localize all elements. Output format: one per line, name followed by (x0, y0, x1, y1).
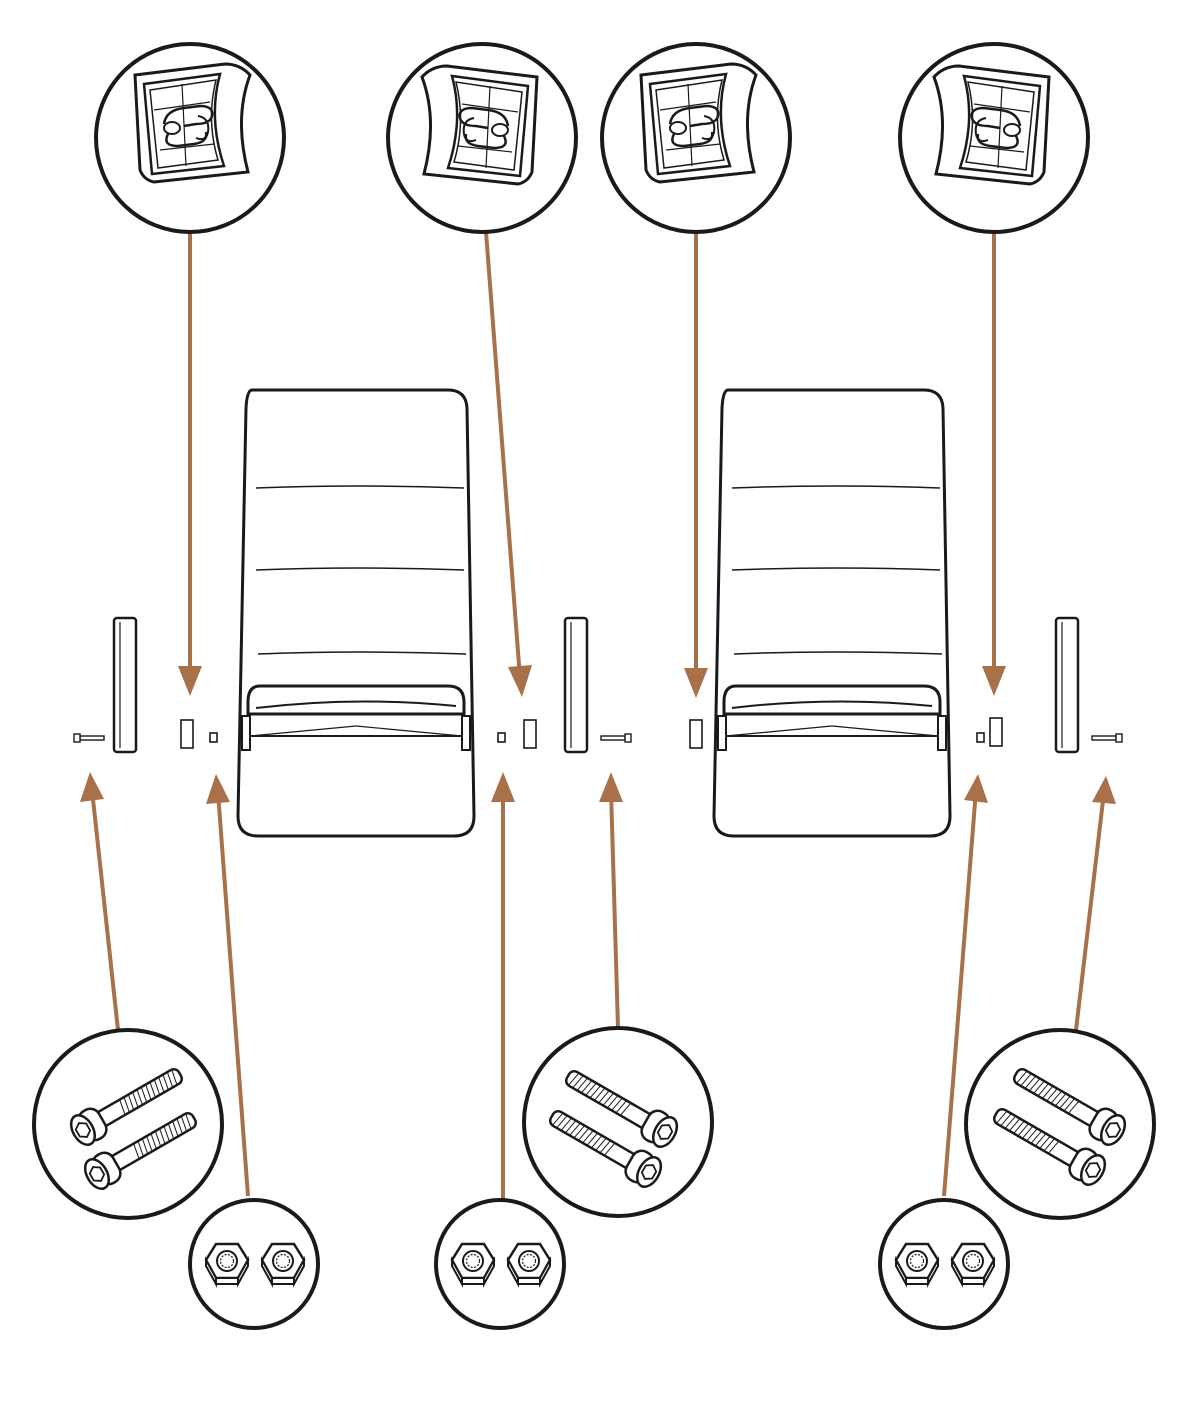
callout-clip-1 (94, 42, 286, 234)
hex-nut-icon (450, 1242, 496, 1286)
callout-nuts-2 (434, 1198, 566, 1330)
nut-part-3 (976, 732, 985, 743)
arrow-nuts-3 (942, 789, 978, 1197)
hex-nut-icon (260, 1242, 306, 1286)
nut-part-1 (209, 732, 218, 743)
pin-screw-1 (73, 733, 105, 743)
small-parts (180, 717, 1003, 749)
pin-screw-3 (1091, 733, 1123, 743)
callout-clip-3 (600, 42, 792, 234)
clip-part-4 (989, 717, 1003, 747)
callout-bolts-2 (522, 1026, 714, 1218)
callout-clip-2 (386, 42, 578, 234)
connector-clip-icon (420, 64, 539, 186)
nut-part-2 (497, 732, 506, 743)
chair-left (236, 388, 476, 838)
callout-nuts-3 (878, 1198, 1010, 1330)
connector-clip-icon (133, 62, 252, 184)
leg-bar-1 (112, 616, 138, 754)
hex-nut-icon (950, 1242, 996, 1286)
arrow-bolts-1 (90, 789, 120, 1031)
arrow-bolts-3 (1074, 791, 1106, 1031)
clip-part-2 (523, 719, 537, 749)
callout-clip-4 (898, 42, 1090, 234)
pin-screw-2 (600, 733, 632, 743)
clip-part-3 (689, 719, 703, 749)
arrow-bolts-2 (609, 789, 620, 1029)
chair-right (712, 388, 952, 838)
leg-bar-2 (563, 616, 589, 754)
hex-nut-icon (204, 1242, 250, 1286)
callout-nuts-1 (188, 1198, 320, 1330)
hex-nut-icon (506, 1242, 552, 1286)
connector-clip-icon (932, 64, 1051, 186)
callout-bolts-3 (964, 1028, 1156, 1220)
callout-bolts-1 (32, 1028, 224, 1220)
clip-part-1 (180, 719, 194, 749)
arrow-clip-2 (484, 231, 522, 679)
arrowheads (80, 665, 1116, 804)
leg-bar-3 (1054, 616, 1080, 754)
arrow-nuts-1 (216, 791, 250, 1197)
hex-nut-icon (894, 1242, 940, 1286)
connector-clip-icon (639, 62, 758, 184)
arrows (90, 230, 1106, 1200)
